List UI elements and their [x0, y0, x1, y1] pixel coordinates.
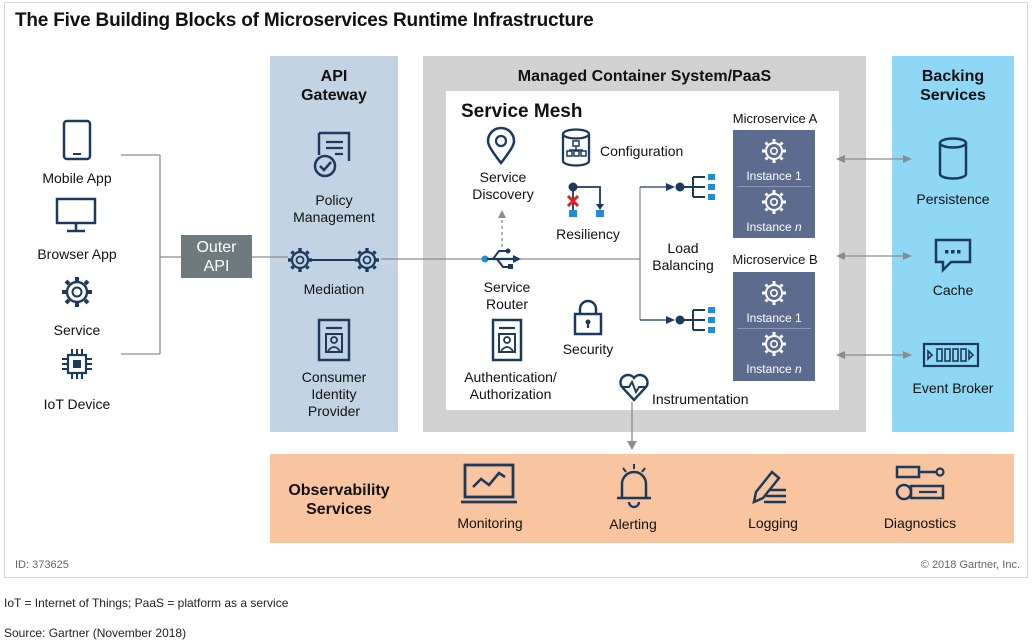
- gear-icon: [62, 277, 92, 307]
- backing-services-panel: [892, 56, 1014, 432]
- padlock-icon: [573, 299, 603, 336]
- outer-api-box: Outer API: [181, 235, 252, 278]
- instance-divider: [737, 186, 811, 187]
- browser-app-label: Browser App: [37, 246, 117, 262]
- logging-pen-icon: [752, 470, 786, 505]
- api-gateway-title: API Gateway: [301, 68, 367, 104]
- event-queue-icon: [922, 342, 980, 368]
- persistence-label: Persistence: [916, 191, 990, 207]
- microservice-b-label: Microservice B: [732, 252, 818, 267]
- authentication-label: Authentication/ Authorization: [464, 369, 557, 402]
- database-icon: [938, 137, 968, 180]
- diagnostics-icon: [895, 465, 945, 501]
- mediation-label: Mediation: [303, 281, 365, 297]
- alert-bell-icon: [617, 464, 651, 509]
- chip-icon: [62, 349, 92, 379]
- instance-n-var: n: [795, 362, 802, 376]
- instance-n-label: Instance n: [733, 220, 815, 234]
- backing-services-title: Backing Services: [920, 68, 986, 104]
- observability-title: Observability Services: [288, 482, 390, 518]
- security-label: Security: [562, 341, 614, 357]
- consumer-identity-provider-label: Consumer Identity Provider: [301, 369, 367, 419]
- usb-router-icon: [481, 248, 521, 269]
- instance-n-var: n: [795, 220, 802, 234]
- service-mesh-title: Service Mesh: [461, 101, 583, 122]
- instance-gear-icon: [762, 139, 786, 163]
- microservice-a-box: Instance 1 Instance n: [733, 130, 815, 238]
- abbreviation-note: IoT = Internet of Things; PaaS = platfor…: [4, 596, 289, 610]
- monitor-icon: [55, 197, 97, 233]
- service-discovery-label: Service Discovery: [472, 169, 534, 202]
- instance-divider: [737, 328, 811, 329]
- location-pin-icon: [486, 126, 516, 166]
- mobile-app-label: Mobile App: [42, 170, 112, 186]
- load-balancer-icon-a: [675, 174, 715, 200]
- auth-badge-icon: [491, 318, 523, 362]
- microservice-b-box: Instance 1 Instance n: [733, 272, 815, 381]
- microservice-a-label: Microservice A: [732, 111, 818, 126]
- resiliency-icon: [566, 182, 604, 217]
- outer-api-label: Outer API: [196, 239, 237, 275]
- configuration-database-icon: [561, 128, 591, 167]
- source-note: Source: Gartner (November 2018): [4, 626, 187, 640]
- instance-n-prefix: Instance: [746, 220, 795, 234]
- logging-label: Logging: [748, 515, 798, 531]
- iot-device-label: IoT Device: [43, 396, 111, 412]
- figure-title: The Five Building Blocks of Microservice…: [15, 10, 594, 31]
- heart-pulse-icon: [619, 373, 649, 402]
- instance-n-prefix: Instance: [746, 362, 795, 376]
- load-balancer-icon-b: [675, 307, 715, 333]
- event-broker-label: Event Broker: [912, 380, 994, 396]
- service-router-label: Service Router: [483, 279, 531, 312]
- id-badge-icon: [317, 318, 351, 362]
- monitoring-label: Monitoring: [457, 515, 523, 531]
- load-balancing-label: Load Balancing: [652, 240, 714, 273]
- alerting-label: Alerting: [609, 516, 657, 532]
- instance-n-label: Instance n: [733, 362, 815, 376]
- mobile-phone-icon: [62, 119, 92, 161]
- instance-1-label: Instance 1: [746, 169, 802, 183]
- policy-document-icon: [313, 131, 351, 178]
- monitoring-chart-icon: [461, 463, 517, 504]
- instance-gear-icon: [762, 190, 786, 214]
- instrumentation-label: Instrumentation: [652, 391, 749, 407]
- instance-1-label: Instance 1: [746, 311, 802, 325]
- instance-gear-icon: [762, 332, 786, 356]
- chat-bubble-icon: [934, 238, 972, 274]
- service-label: Service: [53, 322, 101, 338]
- instance-gear-icon: [762, 281, 786, 305]
- managed-container-title: Managed Container System/PaaS: [517, 68, 772, 85]
- cache-label: Cache: [932, 282, 974, 298]
- diagnostics-label: Diagnostics: [883, 515, 957, 531]
- policy-management-label: Policy Management: [293, 192, 375, 225]
- copyright: © 2018 Gartner, Inc.: [920, 559, 1020, 571]
- figure-id: ID: 373625: [15, 559, 69, 571]
- mediation-gears-icon: [288, 248, 379, 272]
- api-gateway-panel: [270, 56, 398, 432]
- resiliency-label: Resiliency: [556, 226, 620, 242]
- configuration-label: Configuration: [600, 143, 684, 159]
